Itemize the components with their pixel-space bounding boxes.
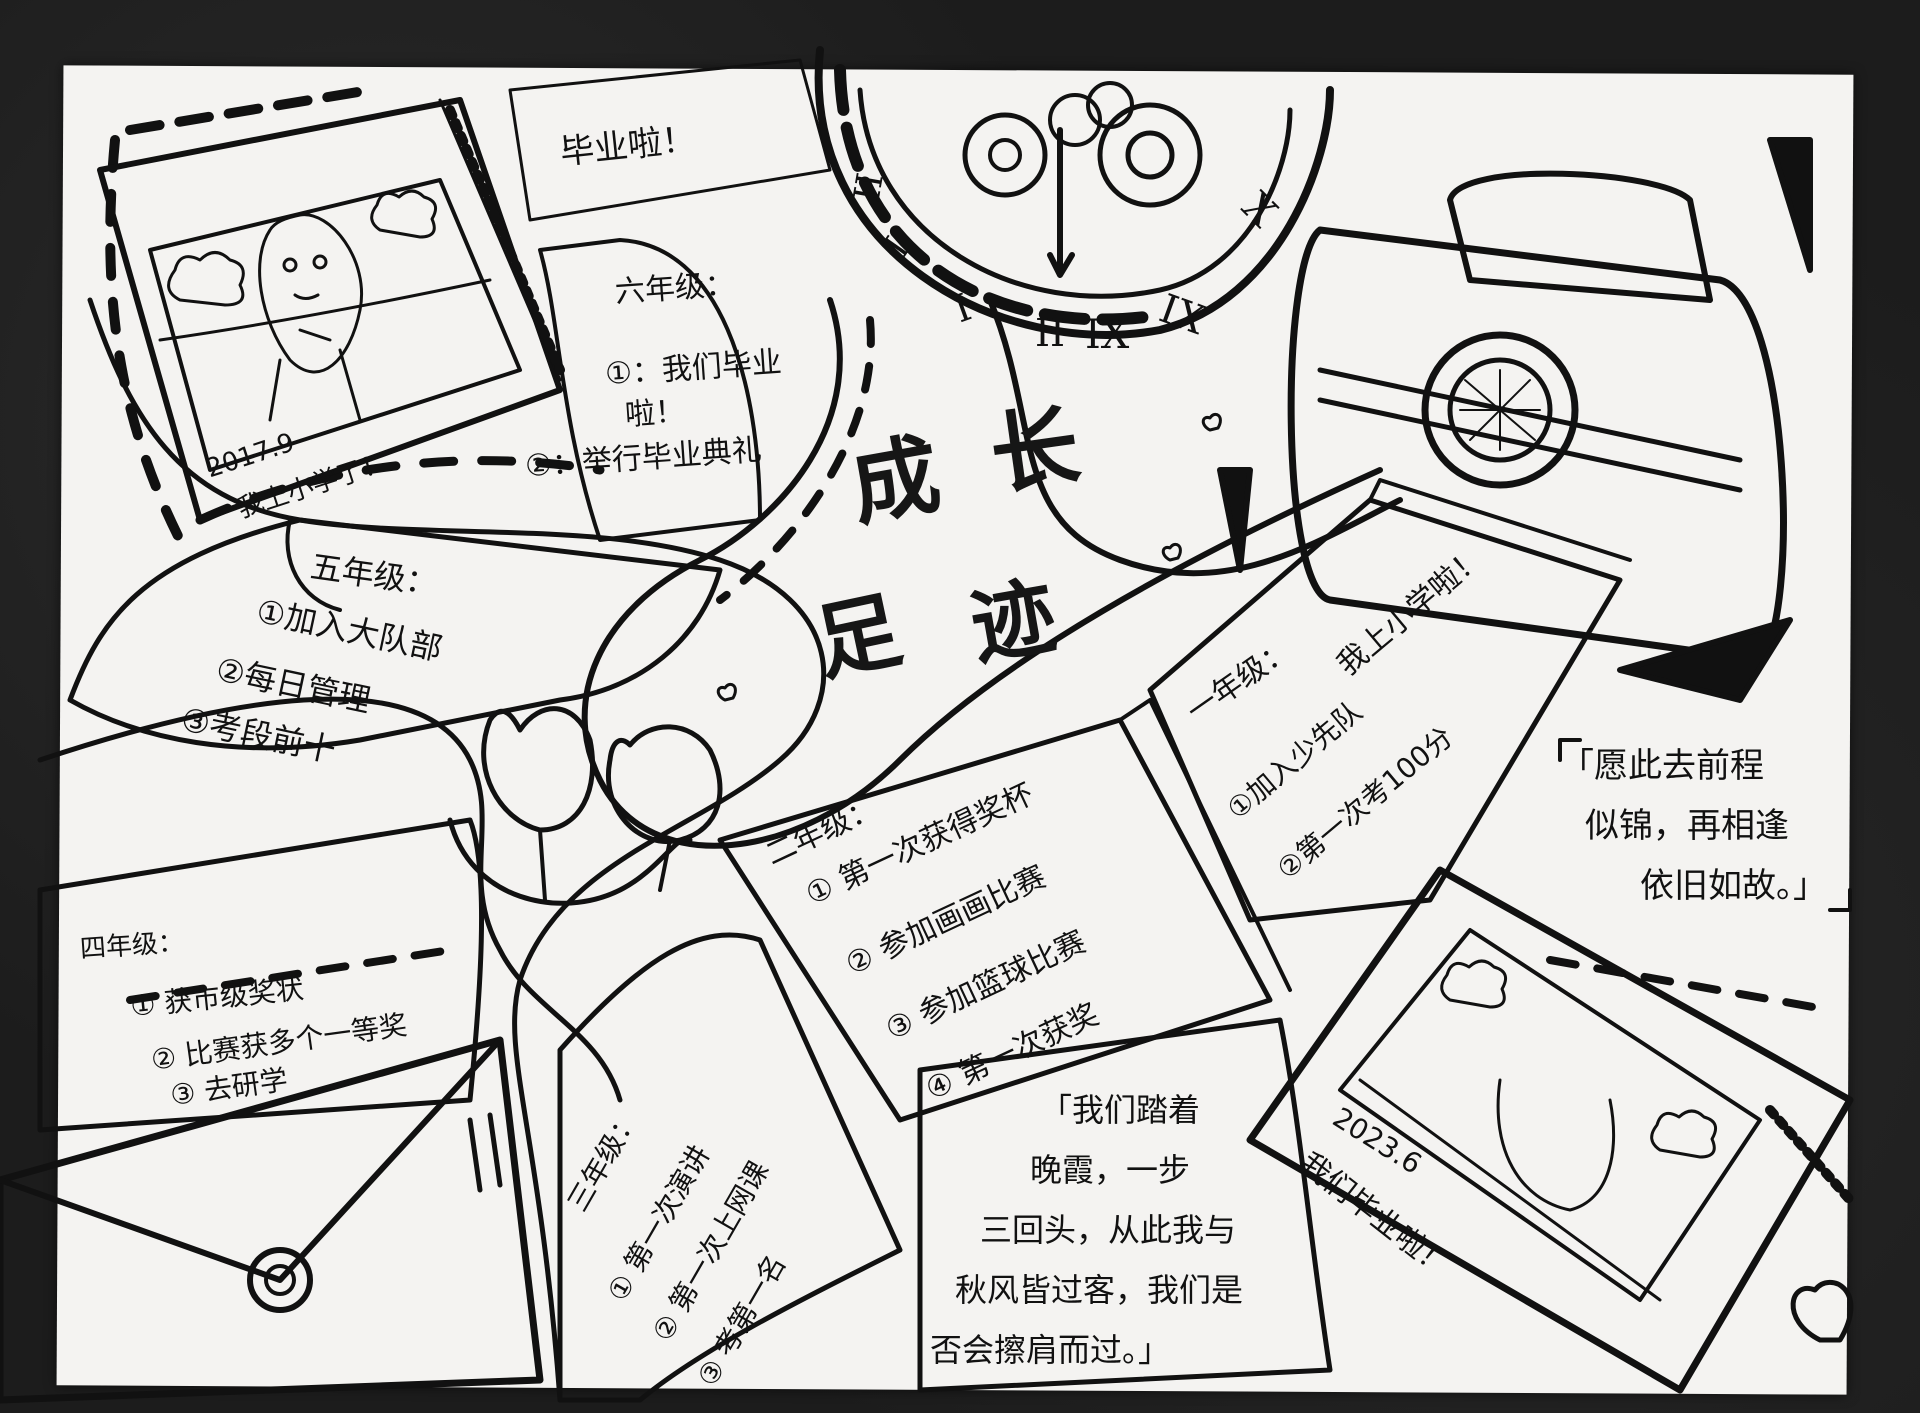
quote-right-line-3: 依旧如故。」 xyxy=(1640,866,1827,906)
banner-box xyxy=(508,58,832,222)
corner-wedge-camera xyxy=(1217,467,1253,573)
quote-bottom-line-1: 「我们踏着 xyxy=(1040,1091,1201,1129)
scroll-grade1 xyxy=(1147,497,1623,923)
corner-wedge-mid-right xyxy=(1617,617,1793,703)
road-edge-upper xyxy=(87,297,827,1403)
clock-numeral: IX xyxy=(1085,312,1130,358)
grade6-item-1b: 啦！ xyxy=(623,393,687,434)
heart-small-3 xyxy=(1161,542,1182,562)
heart-doodle xyxy=(1790,1279,1854,1343)
scroll-grade5 xyxy=(67,517,723,751)
scroll-grade2 xyxy=(717,717,1273,1123)
scroll-grade4 xyxy=(37,817,485,1133)
quote-right-line-2: 似锦，再相逢 xyxy=(1585,806,1789,846)
dash-lower-left xyxy=(126,946,454,1004)
heart-small-1 xyxy=(1201,412,1222,432)
photo-frame-top xyxy=(97,97,565,523)
road-edge-lower xyxy=(37,696,623,1103)
dash-top xyxy=(125,85,375,135)
quote-bottom-line-4: 秋风皆过客，我们是 xyxy=(955,1271,1244,1309)
quote-bottom-line-5: 否会擦肩而过。」 xyxy=(930,1331,1171,1369)
bracket-left xyxy=(1558,738,1582,762)
bracket-right xyxy=(1828,888,1852,912)
corner-wedge-top-right xyxy=(1767,137,1813,273)
ribbon-edge-a xyxy=(581,297,1383,849)
camera xyxy=(1287,170,1787,664)
quote-bottom-line-3: 三回头，从此我与 xyxy=(980,1211,1237,1249)
heart-small-2 xyxy=(716,682,737,702)
quote-box-bottom xyxy=(917,1017,1333,1393)
title-char-2: 长 xyxy=(984,392,1086,508)
ribbon-dashes xyxy=(716,316,875,604)
photo-frame-bottom xyxy=(1246,866,1855,1394)
quote-right-line-1: 「愿此去前程 xyxy=(1560,746,1764,786)
scroll-grade3 xyxy=(557,932,903,1403)
clock xyxy=(814,46,1334,339)
clock-numeral: II xyxy=(1035,311,1066,355)
scroll-grade6 xyxy=(538,238,762,542)
dash-right xyxy=(1546,956,1834,1014)
envelope xyxy=(0,1036,544,1404)
quote-bottom-line-2: 晚霞，一步 xyxy=(1030,1151,1191,1189)
